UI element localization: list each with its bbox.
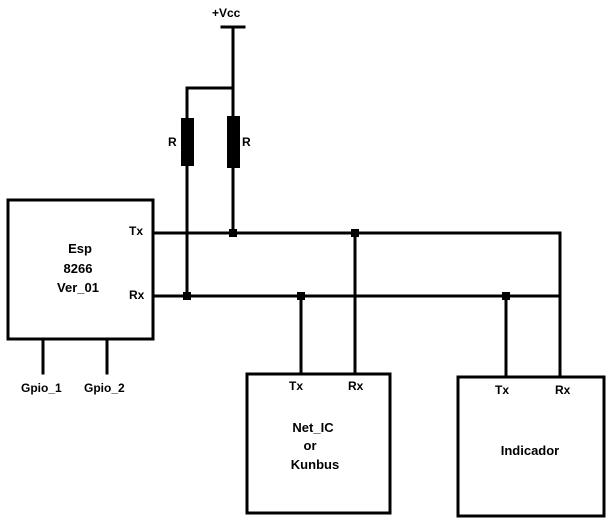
resistor-2 — [227, 116, 240, 168]
junction-netic-rx-bus — [297, 292, 305, 300]
indicador-tx-pin: Tx — [495, 383, 509, 397]
junction-netic-tx-bus — [351, 229, 359, 237]
netic-name-line-1: Net_IC — [292, 420, 334, 435]
resistor-1 — [181, 118, 194, 166]
resistor-2-label: R — [242, 135, 251, 149]
indicador-module — [456, 375, 606, 518]
netic-rx-pin: Rx — [348, 379, 364, 393]
net-ic-module — [245, 372, 392, 515]
netic-name-line-2: or — [304, 438, 317, 453]
indicador-rx-pin: Rx — [555, 383, 571, 397]
junction-r2-tx — [229, 229, 237, 237]
gpio1-label: Gpio_1 — [21, 381, 62, 395]
junction-r1-rx — [183, 292, 191, 300]
esp-tx-pin: Tx — [129, 224, 143, 238]
esp-name-line-3: Ver_01 — [57, 280, 99, 295]
esp-rx-pin: Rx — [129, 288, 145, 302]
junction-indicador-rx-bus — [502, 292, 510, 300]
esp8266-module — [6, 198, 155, 341]
resistor-1-label: R — [168, 135, 177, 149]
esp-name-line-2: 8266 — [64, 261, 93, 276]
indicador-title: Indicador — [501, 443, 560, 458]
esp-name-line-1: Esp — [68, 241, 92, 256]
vcc-label: +Vcc — [212, 6, 241, 20]
gpio2-label: Gpio_2 — [84, 381, 125, 395]
netic-name-line-3: Kunbus — [291, 457, 339, 472]
netic-tx-pin: Tx — [289, 379, 303, 393]
